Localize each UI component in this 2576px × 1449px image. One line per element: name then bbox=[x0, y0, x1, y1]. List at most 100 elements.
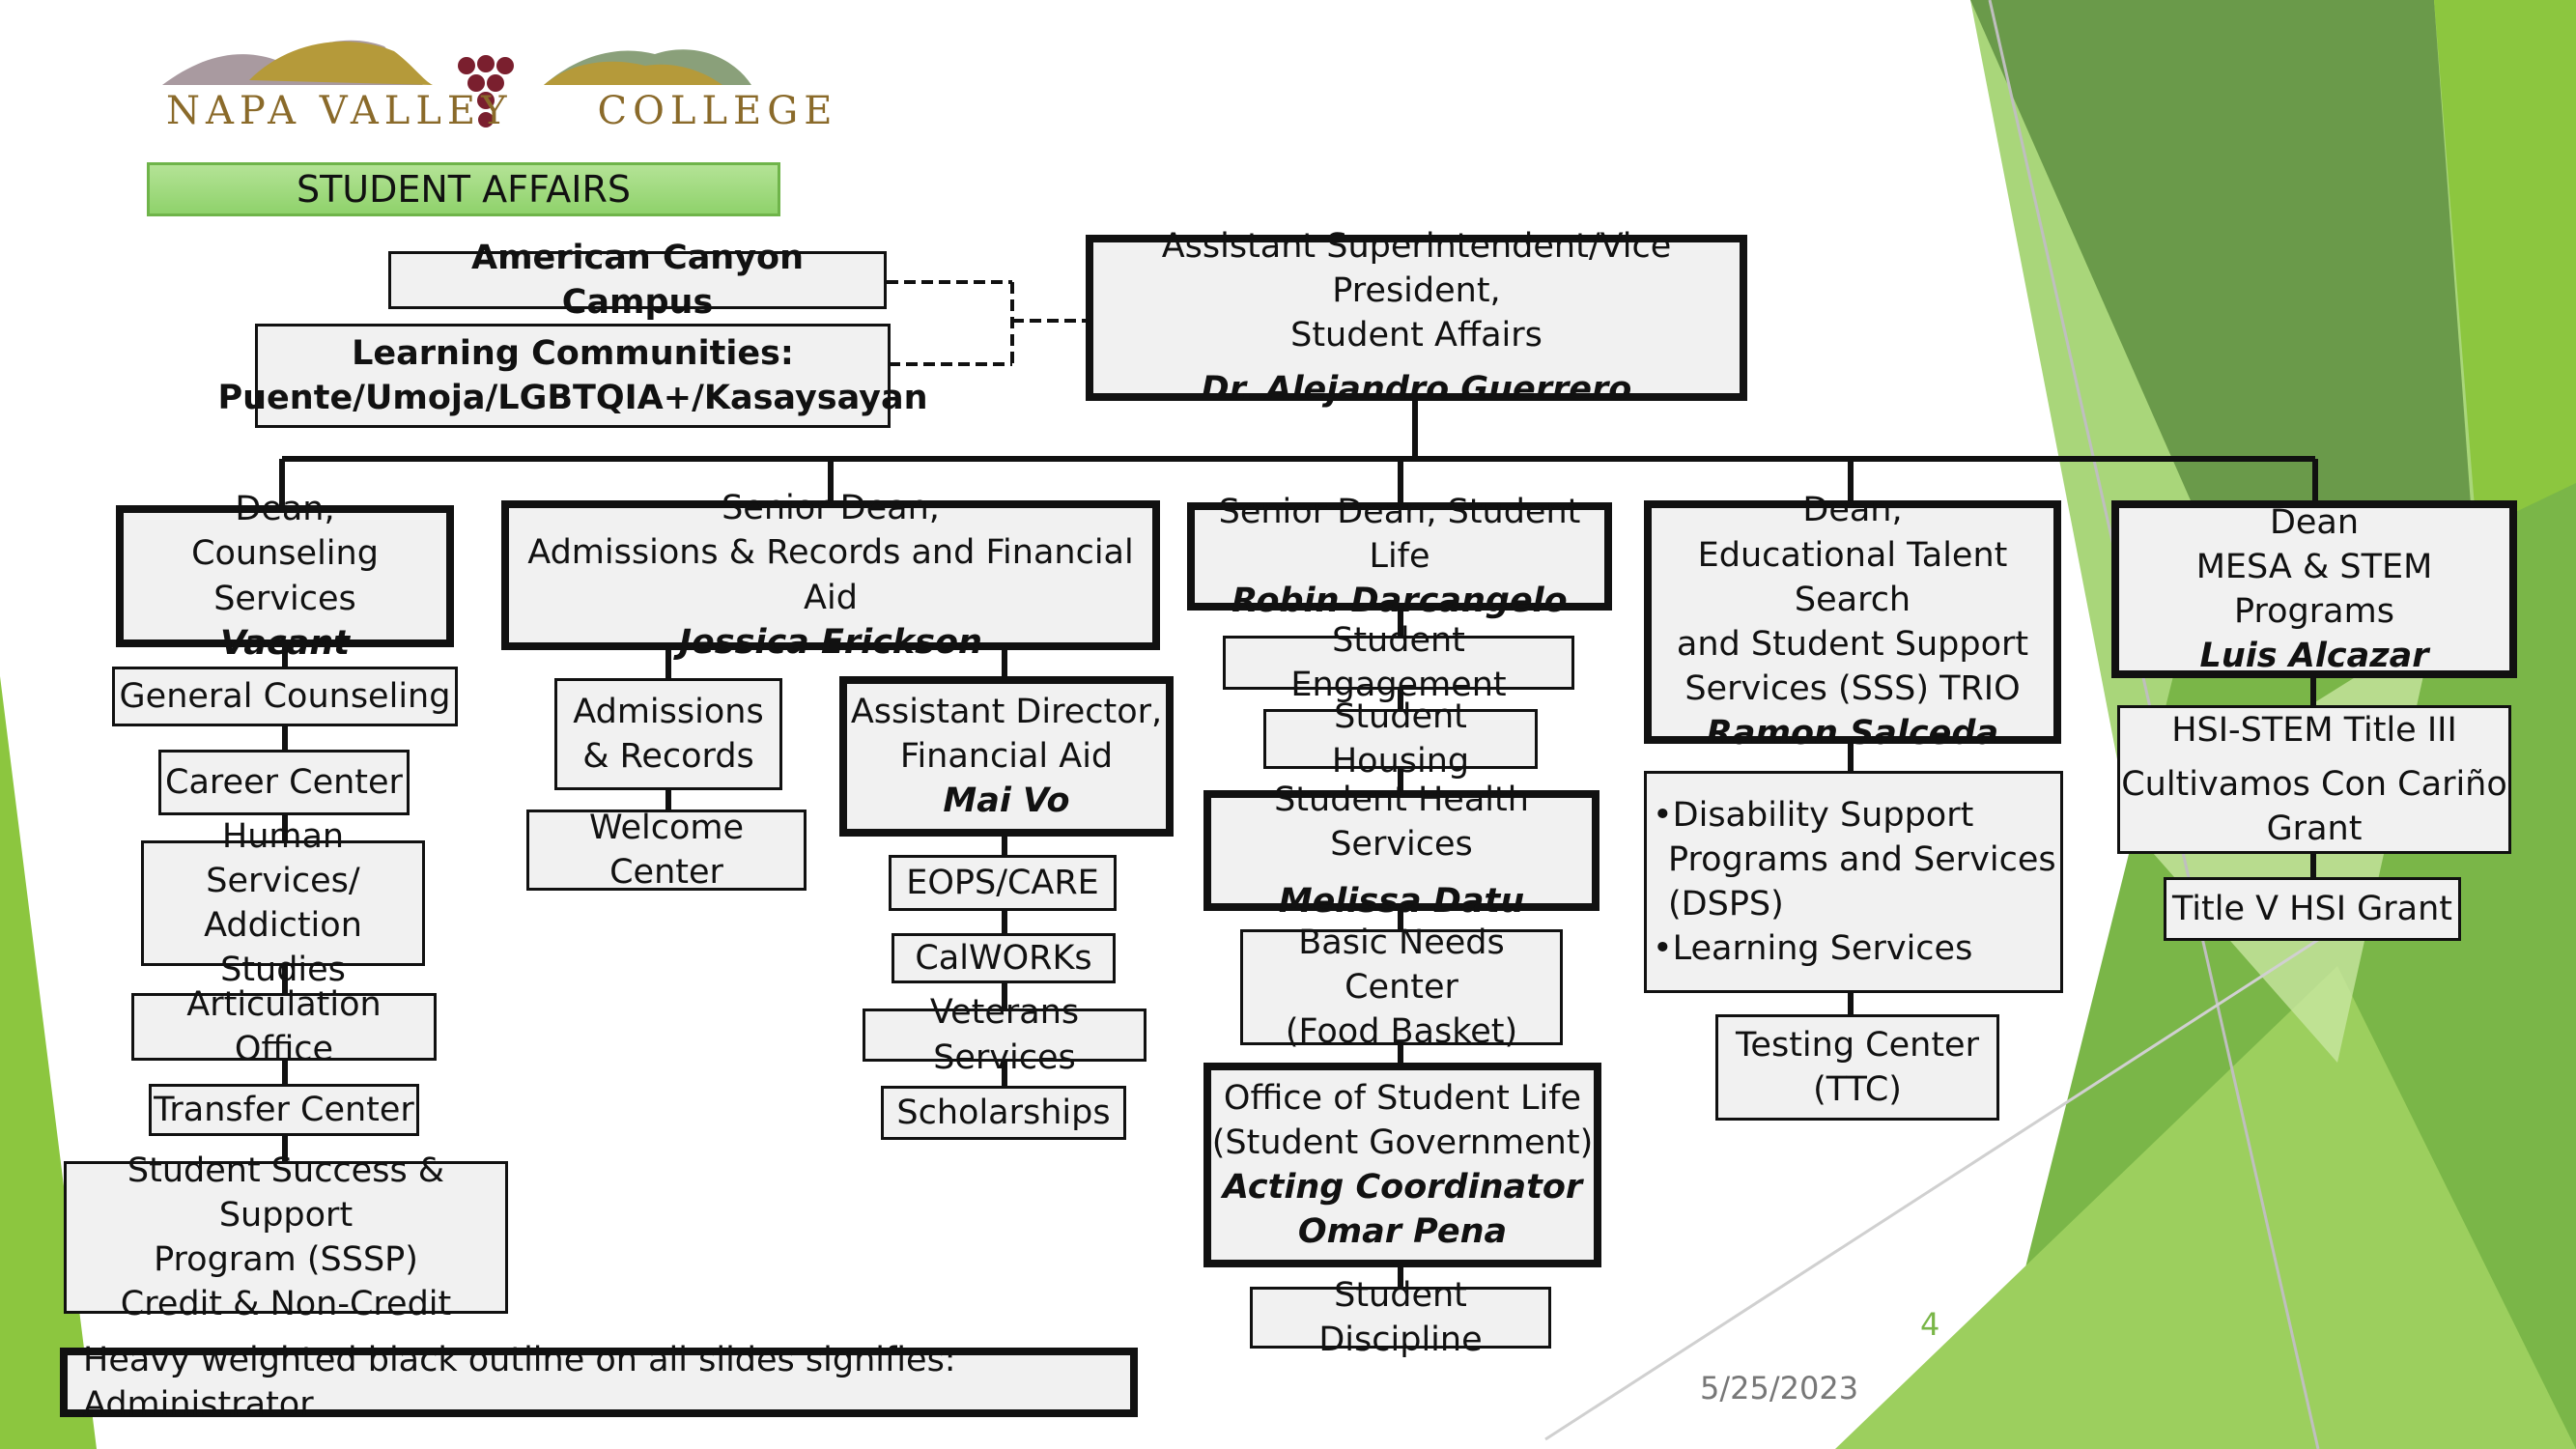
addiction-studies-label: Addiction Studies bbox=[204, 906, 362, 990]
office-of-student-life-box: Office of Student Life (Student Governme… bbox=[1203, 1063, 1601, 1267]
dean-counseling-name: Vacant bbox=[219, 623, 350, 663]
general-counseling-label: General Counseling bbox=[119, 676, 451, 716]
hsi-stem-label: HSI-STEM Title III bbox=[2171, 710, 2457, 750]
dean-counseling-title-2: Counseling Services bbox=[191, 534, 379, 618]
page-number: 4 bbox=[1920, 1306, 1940, 1343]
dean-admissions-title-2: Admissions & Records and Financial Aid bbox=[527, 533, 1134, 617]
eops-care-box: EOPS/CARE bbox=[889, 855, 1117, 911]
dean-admissions-title: Senior Dean, bbox=[722, 489, 940, 528]
student-discipline-label: Student Discipline bbox=[1318, 1275, 1483, 1359]
dean-student-life-title: Senior Dean, Student Life bbox=[1218, 492, 1581, 576]
calworks-box: CalWORKs bbox=[892, 933, 1116, 983]
acting-coordinator-label: Acting Coordinator bbox=[1222, 1168, 1583, 1207]
dean-ets-title-3: and Student Support bbox=[1676, 625, 2029, 664]
dsps-label-3: (DSPS) bbox=[1668, 885, 1784, 923]
college-logo bbox=[162, 40, 751, 128]
career-center-label: Career Center bbox=[165, 762, 403, 802]
dean-student-life-box: Senior Dean, Student Life Robin Darcange… bbox=[1187, 493, 1612, 620]
eops-care-label: EOPS/CARE bbox=[906, 863, 1099, 902]
dean-ets-box: Dean, Educational Talent Search and Stud… bbox=[1644, 491, 2061, 753]
learning-communities-title: Learning Communities: bbox=[352, 333, 794, 373]
student-government-label: (Student Government) bbox=[1211, 1122, 1594, 1162]
articulation-office-box: Articulation Office bbox=[131, 985, 437, 1068]
vp-title: Assistant Superintendent/Vice President, bbox=[1161, 226, 1672, 310]
dean-counseling-title: Dean, bbox=[235, 490, 335, 529]
human-services-box: Human Services/ Addiction Studies bbox=[141, 817, 425, 989]
student-discipline-box: Student Discipline bbox=[1250, 1276, 1551, 1359]
dean-admissions-name: Jessica Erickson bbox=[679, 622, 982, 662]
hsi-stem-grant-box: HSI-STEM Title III Cultivamos Con Cariño… bbox=[2117, 705, 2511, 854]
testing-center-label: Testing Center bbox=[1736, 1025, 1979, 1065]
scholarships-box: Scholarships bbox=[881, 1086, 1126, 1140]
scholarships-label: Scholarships bbox=[896, 1093, 1111, 1132]
dean-mesa-title-2: MESA & STEM Programs bbox=[2195, 547, 2433, 631]
veterans-services-label: Veterans Services bbox=[929, 993, 1080, 1077]
american-canyon-campus-box: American Canyon Campus bbox=[388, 239, 887, 322]
dean-mesa-title: Dean bbox=[2269, 502, 2360, 542]
financial-aid-title: Assistant Director, bbox=[850, 692, 1163, 731]
dean-admissions-box: Senior Dean, Admissions & Records and Fi… bbox=[501, 489, 1160, 662]
vp-student-affairs-box: Assistant Superintendent/Vice President,… bbox=[1086, 227, 1747, 409]
transfer-center-box: Transfer Center bbox=[149, 1084, 419, 1136]
admissions-records-box: Admissions & Records bbox=[554, 678, 782, 790]
admissions-label: Admissions bbox=[573, 692, 764, 731]
dean-ets-title-4: Services (SSS) TRIO bbox=[1684, 669, 2021, 709]
dean-ets-title: Dean, bbox=[1802, 491, 1903, 530]
dsps-label-2: Programs and Services bbox=[1668, 839, 2056, 879]
student-engagement-box: Student Engagement bbox=[1223, 621, 1574, 704]
dean-ets-name: Ramon Salceda bbox=[1706, 714, 1999, 753]
basic-needs-center-box: Basic Needs Center (Food Basket) bbox=[1240, 923, 1563, 1051]
articulation-office-label: Articulation Office bbox=[186, 984, 382, 1068]
american-canyon-campus-label: American Canyon Campus bbox=[470, 238, 805, 322]
dean-mesa-stem-box: Dean MESA & STEM Programs Luis Alcazar bbox=[2111, 500, 2517, 678]
vp-name: Dr. Alejandro Guerrero bbox=[1201, 370, 1632, 410]
student-health-services-title: Student Health Services bbox=[1274, 781, 1529, 865]
learning-communities-box: Learning Communities: Puente/Umoja/LGBTQ… bbox=[217, 324, 928, 428]
calworks-label: CalWORKs bbox=[915, 938, 1092, 978]
financial-aid-name: Mai Vo bbox=[943, 781, 1070, 821]
general-counseling-box: General Counseling bbox=[112, 667, 458, 726]
student-affairs-banner: STUDENT AFFAIRS bbox=[147, 162, 780, 216]
veterans-services-box: Veterans Services bbox=[863, 993, 1146, 1077]
welcome-center-box: Welcome Center bbox=[526, 809, 807, 892]
welcome-center-label: Welcome Center bbox=[588, 808, 745, 892]
administrator-legend-text: Heavy weighted black outline on all slid… bbox=[83, 1340, 956, 1424]
cultivamos-label: Cultivamos Con Cariño bbox=[2121, 764, 2507, 804]
dean-counseling-box: Dean, Counseling Services Vacant bbox=[116, 490, 454, 663]
learning-communities-list: Puente/Umoja/LGBTQIA+/Kasaysayan bbox=[217, 379, 928, 417]
dean-student-life-name: Robin Darcangelo bbox=[1231, 582, 1568, 621]
testing-center-box: Testing Center (TTC) bbox=[1715, 1014, 1999, 1121]
sssp-label-3: Credit & Non-Credit bbox=[120, 1285, 452, 1324]
dsps-label: •Disability Support bbox=[1653, 795, 1974, 835]
dean-mesa-name: Luis Alcazar bbox=[2199, 637, 2429, 676]
grant-label: Grant bbox=[2266, 810, 2363, 849]
administrator-legend: Heavy weighted black outline on all slid… bbox=[60, 1341, 1138, 1424]
student-engagement-label: Student Engagement bbox=[1290, 620, 1507, 704]
acting-coordinator-name: Omar Pena bbox=[1297, 1212, 1508, 1252]
records-label: & Records bbox=[582, 737, 754, 776]
student-housing-label: Student Housing bbox=[1331, 696, 1470, 781]
title-v-hsi-grant-label: Title V HSI Grant bbox=[2171, 889, 2453, 928]
food-basket-label: (Food Basket) bbox=[1285, 1012, 1518, 1052]
ttc-label: (TTC) bbox=[1813, 1070, 1902, 1109]
basic-needs-center-label: Basic Needs Center bbox=[1298, 923, 1505, 1007]
sssp-label-2: Program (SSSP) bbox=[154, 1240, 418, 1279]
sssp-box: Student Success & Support Program (SSSP)… bbox=[64, 1151, 508, 1323]
office-of-student-life-label: Office of Student Life bbox=[1223, 1078, 1582, 1118]
human-services-label: Human Services/ bbox=[206, 816, 360, 900]
dean-ets-title-2: Educational Talent Search bbox=[1697, 535, 2008, 619]
transfer-center-label: Transfer Center bbox=[154, 1090, 414, 1129]
student-health-services-box: Student Health Services Melissa Datu bbox=[1203, 781, 1599, 921]
dsps-learning-services-box: •Disability Support Programs and Service… bbox=[1644, 771, 2063, 993]
slide-date: 5/25/2023 bbox=[1700, 1370, 1859, 1406]
sssp-label: Student Success & Support bbox=[127, 1151, 445, 1235]
financial-aid-director-box: Assistant Director, Financial Aid Mai Vo bbox=[839, 676, 1174, 837]
title-v-hsi-grant-box: Title V HSI Grant bbox=[2164, 877, 2461, 941]
financial-aid-title-2: Financial Aid bbox=[899, 736, 1114, 776]
learning-services-label: •Learning Services bbox=[1653, 929, 1973, 969]
career-center-box: Career Center bbox=[158, 750, 410, 815]
student-housing-box: Student Housing bbox=[1263, 697, 1538, 781]
vp-title-2: Student Affairs bbox=[1290, 316, 1543, 355]
